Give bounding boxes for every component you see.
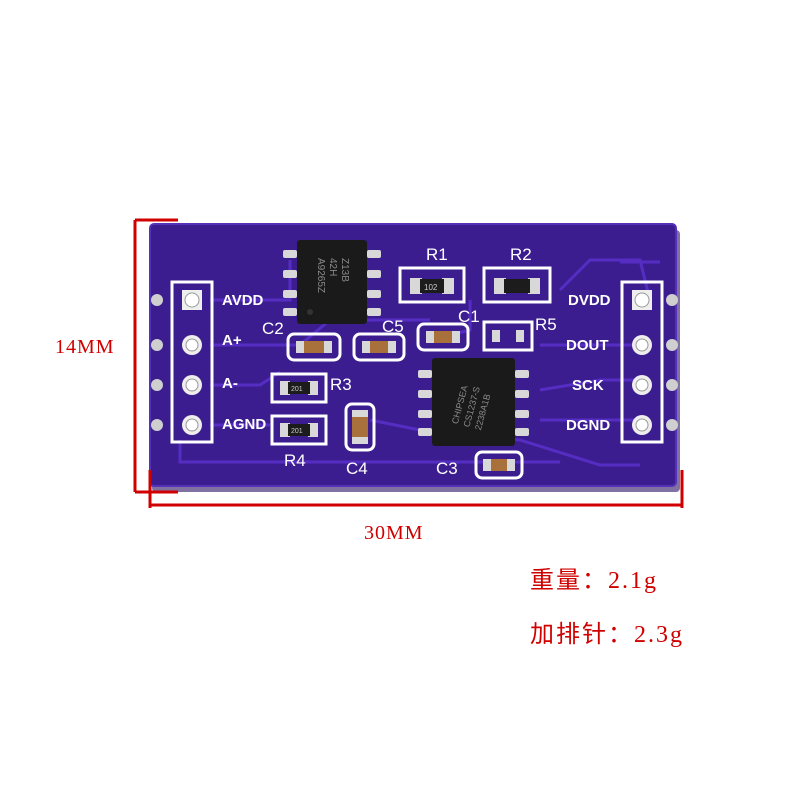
left-chip-marking-1: Z13B <box>339 258 350 282</box>
with-pins-value: 2.3g <box>634 622 684 648</box>
capacitor-c4 <box>344 402 376 452</box>
label-r3: R3 <box>330 375 352 394</box>
pin-label-dout: DOUT <box>566 337 609 354</box>
resistor-r1: 102 <box>398 266 466 304</box>
resistor-r3: 201 <box>270 372 328 404</box>
resistor-r4: 201 <box>270 414 328 446</box>
height-dimension-label: 14MM <box>55 336 115 358</box>
capacitor-c2 <box>286 332 342 362</box>
left-chip-marking-2: 42H <box>327 258 338 276</box>
weight-spec: 重量：2.1g <box>530 560 658 595</box>
pin-label-sck: SCK <box>572 377 604 394</box>
label-c5: C5 <box>382 317 404 336</box>
weight-value: 2.1g <box>608 568 658 594</box>
label-c2: C2 <box>262 319 284 338</box>
dimension-lines <box>133 218 684 508</box>
pin-label-dvdd: DVDD <box>568 292 611 309</box>
label-r4: R4 <box>284 451 306 470</box>
pin-label-dgnd: DGND <box>566 417 610 434</box>
pcb <box>150 224 676 486</box>
resistor-r5 <box>482 320 534 352</box>
left-header-outline <box>170 280 214 444</box>
label-c4: C4 <box>346 459 368 478</box>
capacitor-c5 <box>352 332 406 362</box>
resistor-r3-code: 201 <box>291 386 303 393</box>
capacitor-c1 <box>416 322 470 352</box>
label-c1: C1 <box>458 307 480 326</box>
right-chip: CHIPSEA CS1237-S 2238A1B <box>418 358 529 446</box>
edge-pins <box>151 294 678 431</box>
right-pin-holes <box>632 290 652 435</box>
resistor-r4-code: 201 <box>291 428 303 435</box>
with-pins-weight-spec: 加排针：2.3g <box>530 614 684 649</box>
left-chip: Z13B 42H A9265Z <box>283 240 381 324</box>
capacitor-c3 <box>474 450 524 480</box>
resistor-r1-code: 102 <box>424 283 438 292</box>
weight-label: 重量： <box>530 568 608 594</box>
pin-label-agnd: AGND <box>222 416 266 433</box>
resistor-r2 <box>482 266 552 304</box>
label-r5: R5 <box>535 315 557 334</box>
with-pins-label: 加排针： <box>530 622 634 648</box>
left-chip-marking-3: A9265Z <box>315 258 326 293</box>
pin-label-a-plus: A+ <box>222 332 242 349</box>
left-pin-holes <box>182 290 202 435</box>
label-r1: R1 <box>426 245 448 264</box>
label-r2: R2 <box>510 245 532 264</box>
right-header-outline <box>620 280 664 444</box>
pin-label-avdd: AVDD <box>222 292 264 309</box>
label-c3: C3 <box>436 459 458 478</box>
width-dimension-label: 30MM <box>364 522 424 544</box>
pin-label-a-minus: A- <box>222 375 238 392</box>
